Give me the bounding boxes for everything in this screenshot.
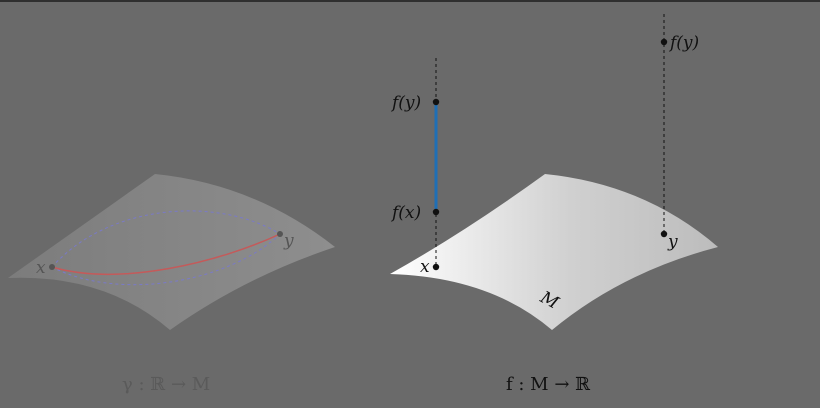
point-fy-right [660,38,668,46]
point-x-left [49,264,55,270]
point-fy-left [432,98,440,106]
label-y-right: y [667,232,678,252]
label-x-left: x [36,258,46,278]
dashed-curve-upper [51,210,281,268]
caption-f: f : M → ℝ [506,374,591,395]
right-panel: f(y) f(x) x f(y) y M f : M → ℝ [390,14,718,395]
label-x-right: x [420,257,430,277]
point-y-right [660,230,668,238]
left-panel: x y γ : ℝ → M [8,174,335,395]
label-fx: f(x) [390,203,421,223]
point-y-left [277,231,283,237]
label-fy-right: f(y) [668,33,699,53]
label-y-left: y [283,231,294,251]
caption-gamma: γ : ℝ → M [122,374,210,395]
gamma-curve [51,233,281,275]
manifold-surface-right [390,174,718,330]
manifold-surface-left [8,174,335,330]
point-x-right [432,263,440,271]
label-fy-left: f(y) [390,93,421,113]
point-fx [432,208,440,216]
